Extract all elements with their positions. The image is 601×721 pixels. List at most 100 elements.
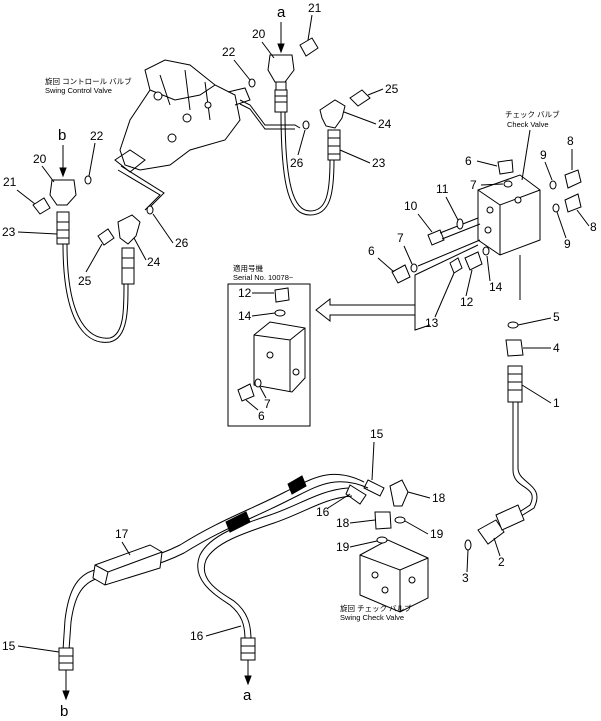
callout-12-inset: 12 bbox=[238, 286, 252, 300]
callout-6-inset: 6 bbox=[258, 409, 265, 423]
inset-pointer-arrow bbox=[315, 297, 416, 323]
elbow-18-right bbox=[389, 479, 409, 507]
plug-12-right bbox=[464, 251, 483, 271]
o-ring-26-top bbox=[302, 120, 310, 130]
clamp-17 bbox=[92, 544, 163, 586]
hose-end-23-right bbox=[327, 129, 341, 161]
callout-12-right: 12 bbox=[460, 295, 474, 309]
callout-21-top: 21 bbox=[308, 1, 322, 15]
swing-check-valve-block bbox=[359, 539, 429, 613]
o-ring-7-inset bbox=[254, 378, 262, 388]
callout-18-right: 18 bbox=[432, 491, 446, 505]
callout-5: 5 bbox=[553, 310, 560, 324]
cap-25-top bbox=[349, 89, 371, 107]
callout-25-left: 25 bbox=[78, 274, 92, 288]
callout-24-top: 24 bbox=[378, 117, 392, 131]
callout-2: 2 bbox=[498, 555, 505, 569]
callout-15-bottom: 15 bbox=[2, 639, 16, 653]
cap-8-bottom bbox=[564, 193, 582, 213]
o-ring-22-left bbox=[84, 175, 92, 185]
hose-1 bbox=[512, 402, 533, 516]
hose-end-1 bbox=[507, 365, 523, 403]
cap-21-left bbox=[32, 197, 51, 215]
adapter-2 bbox=[477, 519, 505, 545]
callout-16-top: 16 bbox=[316, 505, 330, 519]
check-valve-caption-en: Check Valve bbox=[507, 120, 549, 129]
hose-end-23-left bbox=[56, 211, 70, 245]
callout-16-bottom: 16 bbox=[190, 629, 204, 643]
bolt-10 bbox=[427, 217, 481, 246]
o-ring-14-right bbox=[482, 246, 490, 256]
label-b-bottom: b bbox=[60, 703, 68, 720]
inset-caption-en: Serial No. 10078~ bbox=[233, 273, 294, 282]
hose-loop-left bbox=[62, 243, 129, 343]
plug-6-inset bbox=[237, 383, 255, 402]
pilot-tube-left bbox=[117, 169, 161, 211]
o-ring-3 bbox=[464, 539, 472, 551]
tee-fitting-20-top bbox=[267, 54, 295, 91]
callout-24-left: 24 bbox=[147, 255, 161, 269]
inset-leader-bracket bbox=[414, 244, 521, 331]
fitting-18-left bbox=[374, 511, 392, 530]
check-valve-block bbox=[477, 174, 541, 256]
connection-b-left: b bbox=[58, 127, 67, 178]
callout-11: 11 bbox=[436, 182, 449, 196]
callout-6-left: 6 bbox=[368, 244, 375, 258]
hose-15-assembly bbox=[62, 473, 385, 651]
callout-1: 1 bbox=[553, 396, 560, 410]
callout-7-inset: 7 bbox=[264, 397, 271, 411]
callout-20-left: 20 bbox=[33, 152, 47, 166]
o-ring-22-top bbox=[248, 78, 256, 88]
o-ring-5 bbox=[507, 321, 519, 329]
callout-22-left: 22 bbox=[90, 129, 104, 143]
o-ring-9-bottom bbox=[552, 203, 560, 213]
inset-caption-jp: 適用号機 bbox=[233, 263, 263, 273]
o-ring-9-top bbox=[549, 180, 557, 190]
cap-25-left bbox=[97, 228, 115, 246]
callout-14-right: 14 bbox=[489, 280, 503, 294]
callout-3: 3 bbox=[462, 571, 469, 585]
plug-6-right bbox=[497, 159, 514, 175]
swing-check-valve-caption-en: Swing Check Valve bbox=[340, 613, 404, 622]
callout-7-left: 7 bbox=[397, 231, 404, 245]
elbow-24-left bbox=[117, 214, 141, 245]
callout-26-left: 26 bbox=[175, 236, 189, 250]
o-ring-7-right bbox=[503, 180, 513, 188]
callout-4: 4 bbox=[553, 341, 560, 355]
callout-25-top: 25 bbox=[385, 82, 399, 96]
tee-fitting-20-left bbox=[49, 179, 77, 206]
serial-inset-box: 適用号機 Serial No. 10078~ bbox=[227, 263, 311, 427]
callout-9-bottom: 9 bbox=[564, 237, 571, 251]
elbow-24-top bbox=[319, 99, 346, 129]
callout-22-top: 22 bbox=[222, 45, 236, 59]
pilot-tube-top bbox=[239, 99, 301, 129]
callout-10: 10 bbox=[404, 199, 418, 213]
callout-20-top: 20 bbox=[252, 27, 266, 41]
label-b-left: b bbox=[58, 127, 66, 144]
callout-8-bottom: 8 bbox=[590, 220, 597, 234]
callout-19-right: 19 bbox=[430, 527, 444, 541]
cap-8-top bbox=[564, 169, 582, 189]
plug-6-left bbox=[391, 264, 411, 284]
swing-control-valve-caption-jp: 旋回 コントロール バルブ bbox=[45, 76, 132, 86]
swing-control-valve-body bbox=[114, 59, 251, 173]
plug-12-inset bbox=[274, 287, 290, 303]
callout-15-top: 15 bbox=[370, 427, 384, 441]
callout-7-right: 7 bbox=[470, 178, 477, 192]
hose-end-16-bottom: a bbox=[240, 637, 256, 704]
washer-11 bbox=[456, 218, 464, 230]
label-a-bottom: a bbox=[243, 687, 252, 704]
connection-a-top: a bbox=[277, 4, 286, 54]
callout-21-left: 21 bbox=[3, 175, 17, 189]
callout-18-left: 18 bbox=[336, 516, 350, 530]
o-ring-26-left bbox=[146, 205, 154, 215]
o-ring-19-left bbox=[376, 536, 388, 544]
callout-9-top: 9 bbox=[540, 148, 547, 162]
callout-8-top: 8 bbox=[567, 134, 574, 148]
callout-13: 13 bbox=[425, 316, 439, 330]
cap-21-top bbox=[299, 37, 319, 57]
swing-control-valve-caption-en: Swing Control Valve bbox=[45, 86, 112, 95]
hose-16-assembly bbox=[197, 484, 367, 641]
hose-end-15-bottom: b bbox=[58, 647, 74, 720]
